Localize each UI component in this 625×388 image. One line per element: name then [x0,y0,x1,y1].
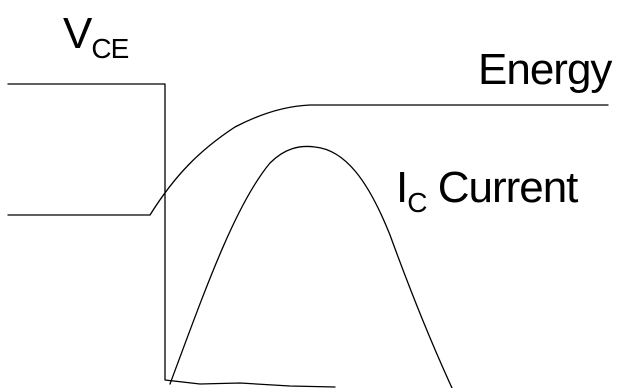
vce-label-subscript: CE [91,33,129,64]
energy-label: Energy [478,45,612,94]
energy-curve [7,104,609,216]
ic-current-label: IC Current [396,163,579,217]
ic-label-subscript: C [407,187,427,218]
vce-waveform [7,83,336,388]
ic-label-suffix: Current [426,163,579,212]
ic-current-curve [169,145,453,388]
vce-label-main: V [63,9,92,58]
vce-label: VCE [63,9,129,63]
ic-label-main: I [396,163,408,212]
